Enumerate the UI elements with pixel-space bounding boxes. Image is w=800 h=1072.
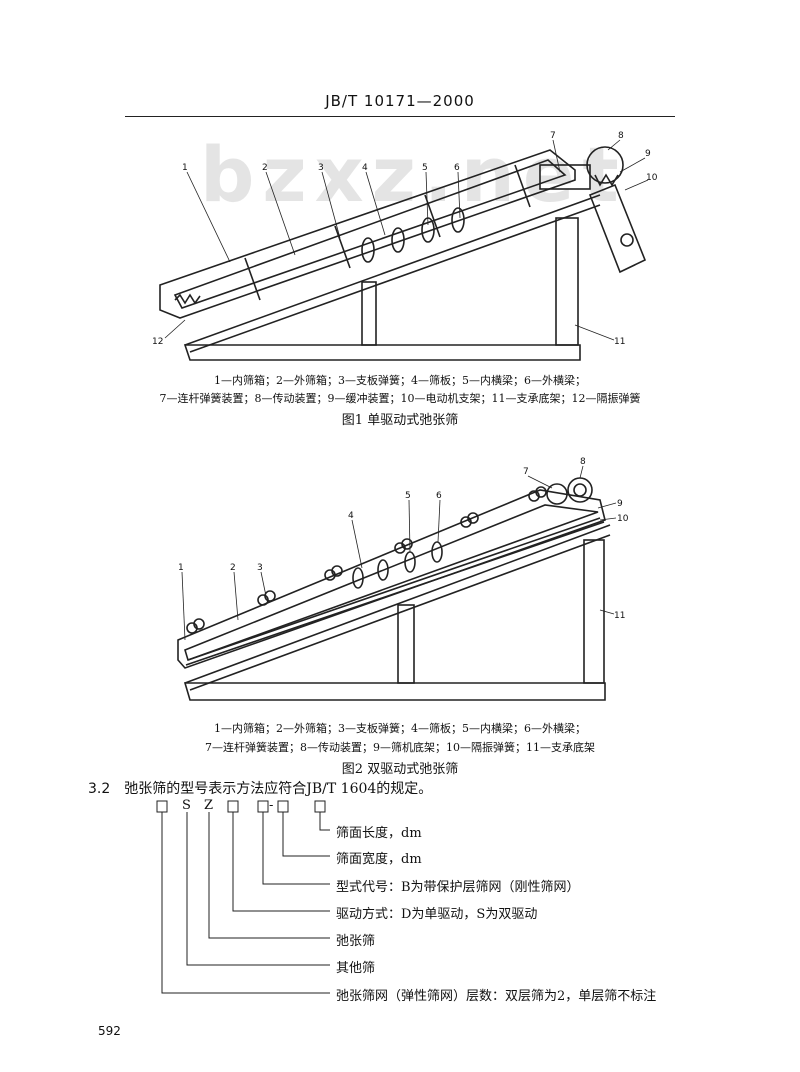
model-code-char: - bbox=[269, 798, 274, 813]
figure2-title: 图2 双驱动式弛张筛 bbox=[341, 762, 459, 777]
page-number: 592 bbox=[98, 1024, 121, 1038]
watermark: bzxz.net bbox=[200, 130, 627, 219]
model-code-item: 筛面宽度，dm bbox=[336, 852, 422, 867]
fig1-label: 1 bbox=[182, 163, 188, 173]
model-code-item: 驱动方式：D为单驱动，S为双驱动 bbox=[336, 907, 538, 922]
model-code-item: 弛张筛 bbox=[336, 934, 376, 949]
model-code-item: 其他筛 bbox=[336, 961, 376, 976]
model-code-item: 型式代号：B为带保护层筛网（刚性筛网） bbox=[336, 880, 580, 895]
fig1-label: 12 bbox=[152, 337, 163, 347]
fig2-label: 6 bbox=[436, 491, 442, 501]
figure2-legend: 1—内筛箱；2—外筛箱；3—支板弹簧；4—筛板；5—内横梁；6—外横梁； bbox=[214, 722, 586, 735]
fig1-label: 8 bbox=[618, 131, 624, 141]
model-code-char: S bbox=[182, 798, 191, 813]
fig1-label: 11 bbox=[614, 337, 625, 347]
fig2-label: 7 bbox=[523, 467, 529, 477]
fig2-label: 9 bbox=[617, 499, 623, 509]
figure2-legend: 7—连杆弹簧装置；8—传动装置；9—筛机底架；10—隔振弹簧；11—支承底架 bbox=[205, 741, 595, 754]
header-rule bbox=[125, 116, 675, 117]
fig2-label: 8 bbox=[580, 457, 586, 467]
fig1-label: 7 bbox=[550, 131, 556, 141]
page-header: JB/T 10171—2000 bbox=[325, 92, 475, 110]
figure1-title: 图1 单驱动式弛张筛 bbox=[341, 413, 459, 428]
model-code-char: Z bbox=[204, 798, 214, 813]
fig2-label: 5 bbox=[405, 491, 411, 501]
model-code-item: 筛面长度，dm bbox=[336, 826, 422, 841]
fig1-label: 4 bbox=[362, 163, 368, 173]
section-text: 弛张筛的型号表示方法应符合JB/T 1604的规定。 bbox=[124, 781, 433, 797]
fig2-label: 10 bbox=[617, 514, 629, 524]
section-number: 3.2 bbox=[88, 781, 111, 797]
fig2-label: 3 bbox=[257, 563, 263, 573]
fig1-label: 9 bbox=[645, 149, 651, 159]
section-3-2: 3.2 弛张筛的型号表示方法应符合JB/T 1604的规定。 bbox=[88, 778, 432, 798]
figure1-legend: 1—内筛箱；2—外筛箱；3—支板弹簧；4—筛板；5—内横梁；6—外横梁； bbox=[214, 374, 586, 387]
fig2-label: 1 bbox=[178, 563, 184, 573]
fig1-label: 3 bbox=[318, 163, 324, 173]
fig1-label: 10 bbox=[646, 173, 658, 183]
fig2-label: 4 bbox=[348, 511, 354, 521]
fig1-label: 2 bbox=[262, 163, 268, 173]
figure1-legend: 7—连杆弹簧装置；8—传动装置；9—缓冲装置；10—电动机支架；11—支承底架；… bbox=[159, 392, 641, 405]
model-code-item: 弛张筛网（弹性筛网）层数：双层筛为2，单层筛不标注 bbox=[336, 989, 657, 1004]
fig1-label: 6 bbox=[454, 163, 460, 173]
fig2-label: 2 bbox=[230, 563, 236, 573]
fig2-label: 11 bbox=[614, 611, 625, 621]
fig1-label: 5 bbox=[422, 163, 428, 173]
